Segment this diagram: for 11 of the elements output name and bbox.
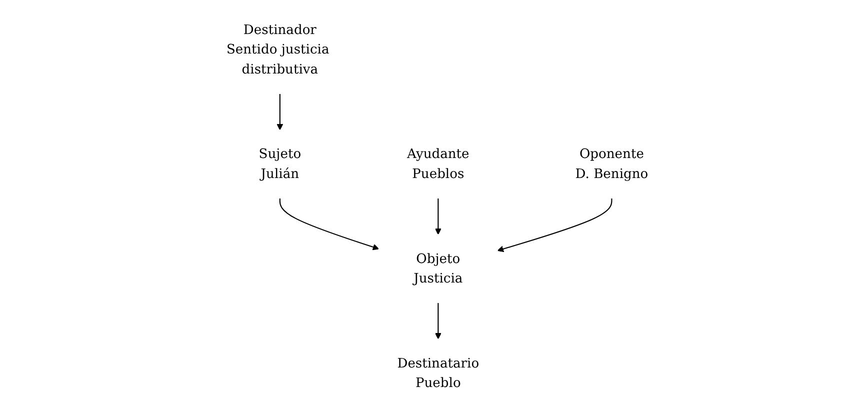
node-text: Oponente D. Benigno: [575, 146, 648, 182]
arrow: [434, 198, 442, 235]
node-text: Destinatario Pueblo: [397, 356, 479, 390]
node-text: Sujeto Julián: [258, 146, 301, 182]
arrow: [434, 302, 442, 340]
arrow: [279, 198, 379, 250]
arrow: [276, 94, 283, 130]
node-text: Destinador Sentido justicia distributiva: [226, 22, 330, 77]
node-text: Ayudante Pueblos: [406, 146, 470, 182]
arrow: [497, 198, 612, 252]
node-text: Objeto Justicia: [413, 251, 463, 286]
